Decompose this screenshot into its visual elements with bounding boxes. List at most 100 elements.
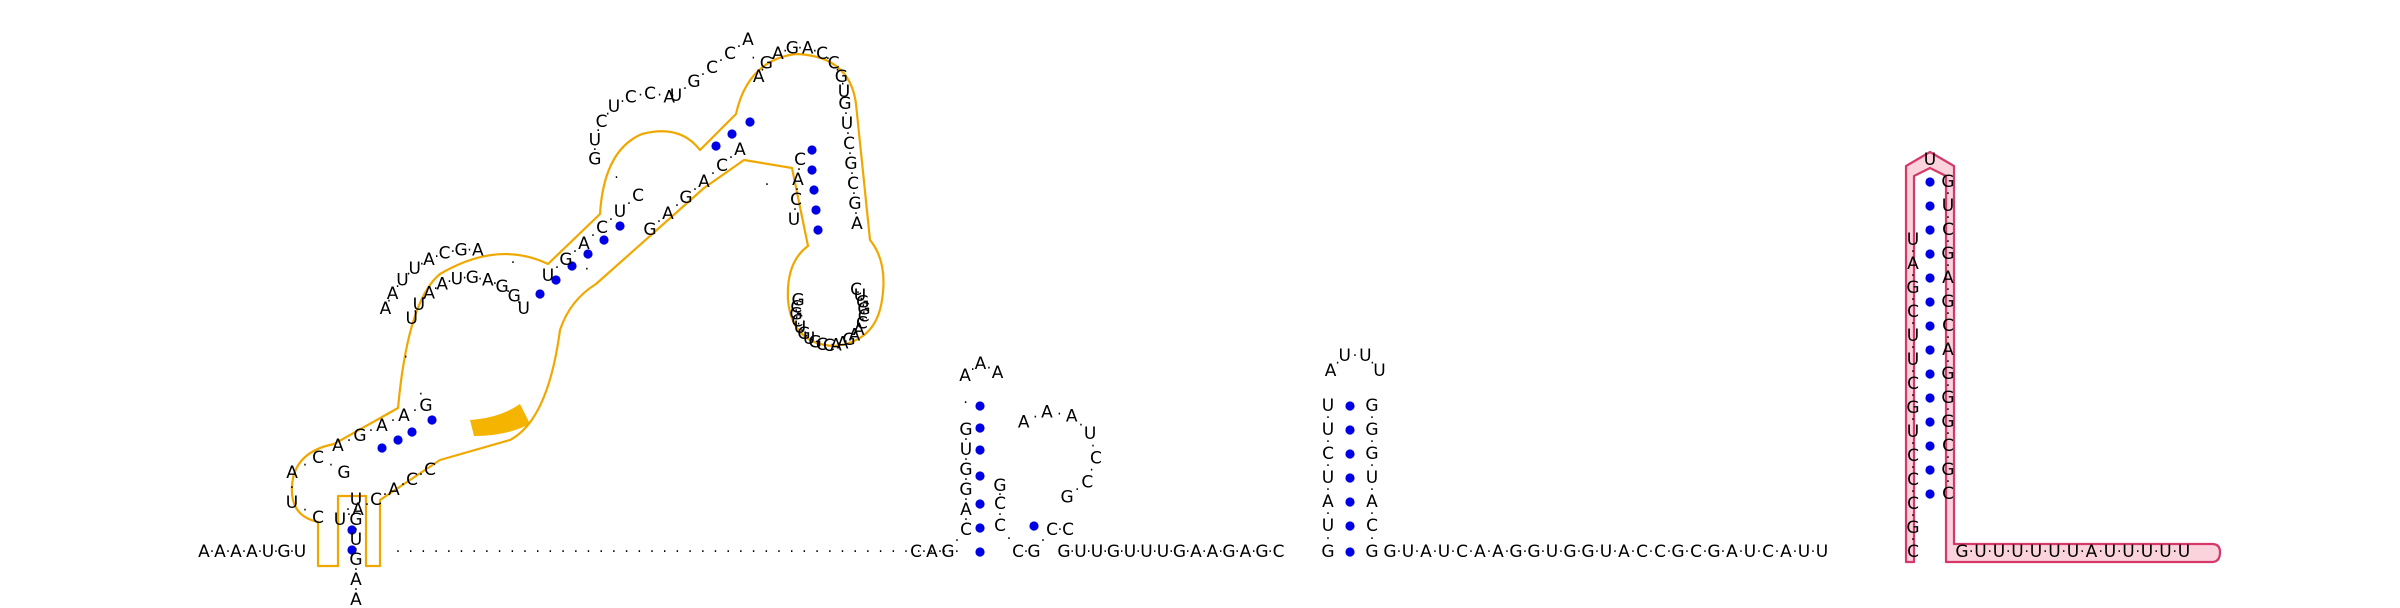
- backbone-separator: ·: [1397, 544, 1401, 560]
- domain1-nucleotide: A: [792, 170, 804, 190]
- backbone-separator: ·: [1946, 378, 1950, 394]
- domain1-nucleotide: C: [424, 460, 436, 480]
- backbone-separator: ·: [891, 544, 895, 560]
- backbone-separator: ·: [1703, 544, 1707, 560]
- terminator-nucleotide: G: [1906, 518, 1919, 538]
- backbone-separators: · · · · · · · · · · · · · · · · · · · · · · · · · · · · · · · · · · · · · · · ·…: [210, 39, 2177, 598]
- backbone-separator: ·: [1613, 544, 1617, 560]
- terminator-nucleotide: U: [1907, 230, 1919, 250]
- domain1-outline: [290, 52, 885, 568]
- spacer2-nucleotide: C: [1762, 542, 1774, 562]
- backbone-separator: ·: [797, 162, 801, 178]
- backbone-separator: ·: [1946, 450, 1950, 466]
- backbone-separator: ·: [1370, 531, 1374, 547]
- backbone-separator: ·: [1911, 508, 1915, 524]
- backbone-separator: ·: [1559, 544, 1563, 560]
- base-pair-dot: [615, 221, 625, 231]
- domain1-nucleotide: C: [406, 470, 418, 490]
- backbone-separator: ·: [395, 279, 399, 295]
- domain1-nucleotide: A: [388, 480, 400, 500]
- domain1-nucleotide: G: [466, 268, 479, 288]
- backbone-separator: ·: [793, 202, 797, 218]
- backbone-separator: ·: [517, 295, 521, 311]
- backbone-separator: ·: [813, 43, 817, 59]
- backbone-separator: ·: [347, 507, 351, 523]
- backbone-separator: ·: [826, 51, 830, 67]
- backbone-separator: ·: [523, 544, 527, 560]
- hairpin3-nucleotide: G: [1365, 542, 1378, 562]
- backbone-separator: ·: [922, 544, 926, 560]
- backbone-separator: ·: [938, 544, 942, 560]
- backbone-separator: ·: [451, 244, 455, 260]
- domain1-nucleotide: U: [794, 318, 806, 338]
- backbone-separator: ·: [858, 319, 862, 335]
- hairpin2-nucleotide: C: [994, 516, 1006, 536]
- backbone-separator: ·: [511, 255, 515, 271]
- backbone-separator: ·: [1079, 417, 1083, 433]
- hairpin2-nucleotide: A: [959, 366, 971, 386]
- domain1-nucleotide: A: [482, 271, 494, 291]
- hairpin2-nucleotide: A: [992, 363, 1004, 383]
- domain1-nucleotide: G: [643, 220, 656, 240]
- three-prime-nucleotide: U: [2011, 542, 2023, 562]
- backbone-separator: ·: [1946, 234, 1950, 250]
- backbone-separator: ·: [854, 206, 858, 222]
- base-pair-dot: [1925, 273, 1935, 283]
- backbone-separator: ·: [2099, 544, 2103, 560]
- backbone-separator: ·: [764, 544, 768, 560]
- backbone-separator: ·: [226, 544, 230, 560]
- base-pair-dot: [1925, 345, 1935, 355]
- base-pair-dot: [1925, 249, 1935, 259]
- backbone-separator: ·: [850, 330, 854, 346]
- spacer1-nucleotide: G: [1057, 542, 1070, 562]
- domain1-nucleotide: U: [517, 299, 529, 319]
- backbone-separator: ·: [1911, 292, 1915, 308]
- spacer2-nucleotide: G: [1527, 542, 1540, 562]
- hairpin2-nucleotide: G: [1060, 487, 1073, 507]
- backbone-separator: ·: [1911, 412, 1915, 428]
- terminator-nucleotide: C: [1907, 470, 1919, 490]
- backbone-separator: ·: [303, 458, 307, 474]
- hairpin3-nucleotide: U: [1366, 468, 1378, 488]
- spacer2-nucleotide: U: [1600, 542, 1612, 562]
- base-pair-dot: [1925, 369, 1935, 379]
- backbone-separator: ·: [840, 544, 844, 560]
- backbone-separator: ·: [1370, 458, 1374, 474]
- backbone-separator: ·: [561, 544, 565, 560]
- backbone-separator: ·: [862, 305, 866, 321]
- three-prime-nucleotide: U: [2030, 542, 2042, 562]
- spacer2-nucleotide: C: [1690, 542, 1702, 562]
- backbone-separator: ·: [816, 336, 820, 352]
- backbone-separator: ·: [1911, 484, 1915, 500]
- terminator-nucleotide: G: [1941, 460, 1954, 480]
- backbone-separator: ·: [1775, 544, 1779, 560]
- backbone-separator: ·: [2043, 544, 2047, 560]
- backbone-separator: ·: [2006, 544, 2010, 560]
- domain1-nucleotide: U: [542, 266, 554, 286]
- base-pair-dot: [551, 275, 561, 285]
- backbone-separator: ·: [850, 166, 854, 182]
- backbone-separator: ·: [878, 544, 882, 560]
- three-prime-nucleotide: U: [1974, 542, 1986, 562]
- backbone-separator: ·: [1415, 544, 1419, 560]
- domain1-nucleotide: C: [816, 44, 828, 64]
- backbone-separator: ·: [852, 186, 856, 202]
- domain1-nucleotide: U: [670, 86, 682, 106]
- backbone-separator: ·: [354, 582, 358, 598]
- backbone-separator: ·: [1370, 482, 1374, 498]
- base-pair-dot: [1925, 489, 1935, 499]
- domain1-nucleotide: A: [851, 214, 863, 234]
- backbone-separator: ·: [835, 62, 839, 78]
- domain1-nucleotide: A: [734, 140, 746, 160]
- hairpin2-nucleotide: A: [926, 542, 938, 562]
- three-prime-nucleotide: G: [1955, 542, 1968, 562]
- spacer1-nucleotide: U: [1140, 542, 1152, 562]
- base-pair-dot: [1345, 547, 1355, 557]
- domain1-nucleotide: G: [353, 426, 366, 446]
- backbone-separator: ·: [591, 228, 595, 244]
- hairpin3-nucleotide: U: [1322, 468, 1334, 488]
- backbone-separator: ·: [1433, 544, 1437, 560]
- backbone-separator: ·: [683, 81, 687, 97]
- five-prime-nucleotide: A: [198, 542, 210, 562]
- base-pair-dot: [1345, 425, 1355, 435]
